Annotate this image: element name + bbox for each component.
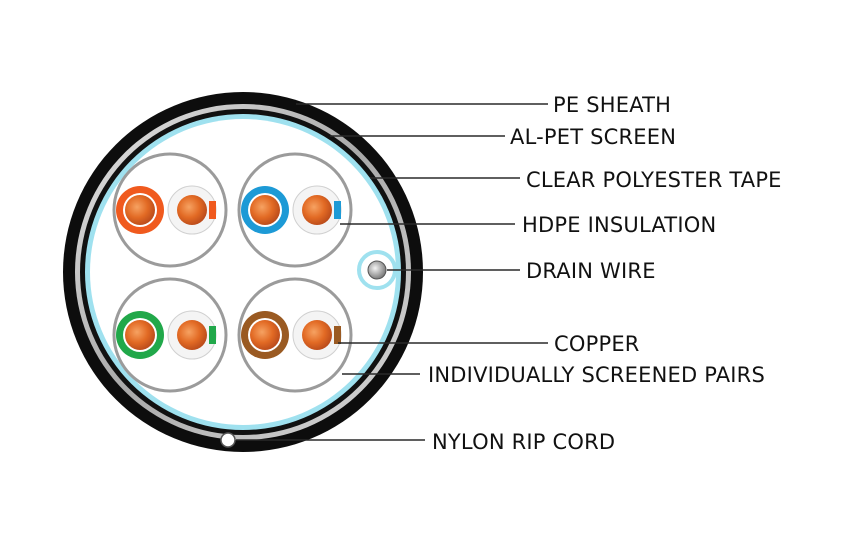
label-nylon-rip-cord: NYLON RIP CORD bbox=[432, 430, 615, 454]
copper-conductor-orange-b bbox=[177, 195, 207, 225]
copper-conductor-blue-a bbox=[250, 195, 280, 225]
label-pe-sheath: PE SHEATH bbox=[553, 93, 671, 117]
copper-conductor-brown-b bbox=[302, 320, 332, 350]
label-copper: COPPER bbox=[554, 332, 640, 356]
copper-conductor-brown-a bbox=[250, 320, 280, 350]
label-drain-wire: DRAIN WIRE bbox=[526, 259, 656, 283]
copper-conductor-orange-a bbox=[125, 195, 155, 225]
drain-wire bbox=[367, 260, 387, 280]
copper-conductor-green-a bbox=[125, 320, 155, 350]
insulation-stripe-blue bbox=[334, 201, 341, 219]
label-hdpe-insulation: HDPE INSULATION bbox=[522, 213, 716, 237]
insulation-stripe-brown bbox=[334, 326, 341, 344]
pairs-group bbox=[112, 152, 353, 393]
label-al-pet-screen: AL-PET SCREEN bbox=[510, 125, 676, 149]
copper-conductor-green-b bbox=[177, 320, 207, 350]
copper-conductor-blue-b bbox=[302, 195, 332, 225]
label-clear-polyester-tape: CLEAR POLYESTER TAPE bbox=[526, 168, 782, 192]
nylon-rip-cord bbox=[220, 432, 236, 448]
insulation-stripe-orange bbox=[209, 201, 216, 219]
insulation-stripe-green bbox=[209, 326, 216, 344]
label-individually-screened-pairs: INDIVIDUALLY SCREENED PAIRS bbox=[428, 363, 765, 387]
